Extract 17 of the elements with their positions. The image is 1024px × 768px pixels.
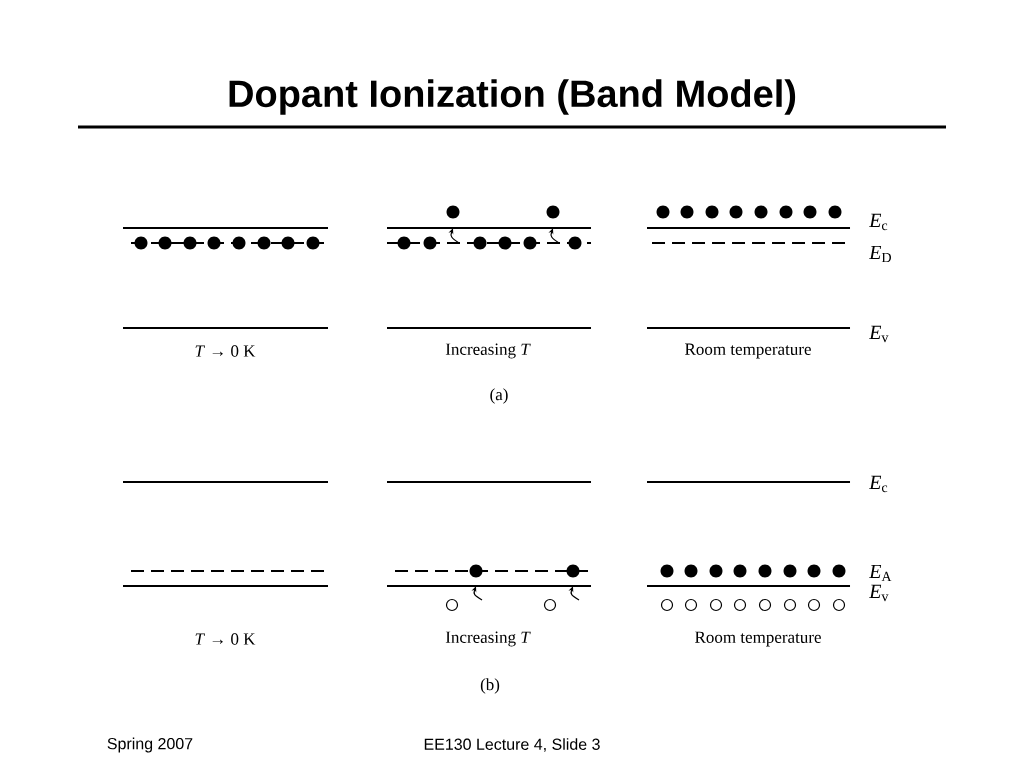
level-label: E$_{v}$	[869, 584, 889, 602]
panel-caption: Room temperature	[685, 343, 811, 359]
panel-caption: T → 0 K	[195, 345, 256, 357]
level-label: E$_{c}$	[869, 475, 888, 493]
level-label: E$_{v}$	[869, 325, 889, 343]
panel-caption: Increasing T	[445, 631, 531, 647]
panel-caption: Increasing T	[445, 343, 531, 359]
panel-caption: T → 0 K	[195, 633, 256, 645]
figure-label: (a)	[490, 388, 508, 404]
level-label: E$_{A}$	[869, 564, 892, 582]
level-label: E$_{D}$	[869, 245, 891, 263]
footer-text: Spring 2007	[107, 737, 193, 753]
level-label: E$_{c}$	[869, 213, 888, 231]
footer-text: EE130 Lecture 4, Slide 3	[424, 738, 600, 752]
figure-label: (b)	[480, 678, 500, 694]
panel-caption: Room temperature	[695, 631, 821, 647]
title: Dopant Ionization (Band Model)	[229, 79, 796, 115]
